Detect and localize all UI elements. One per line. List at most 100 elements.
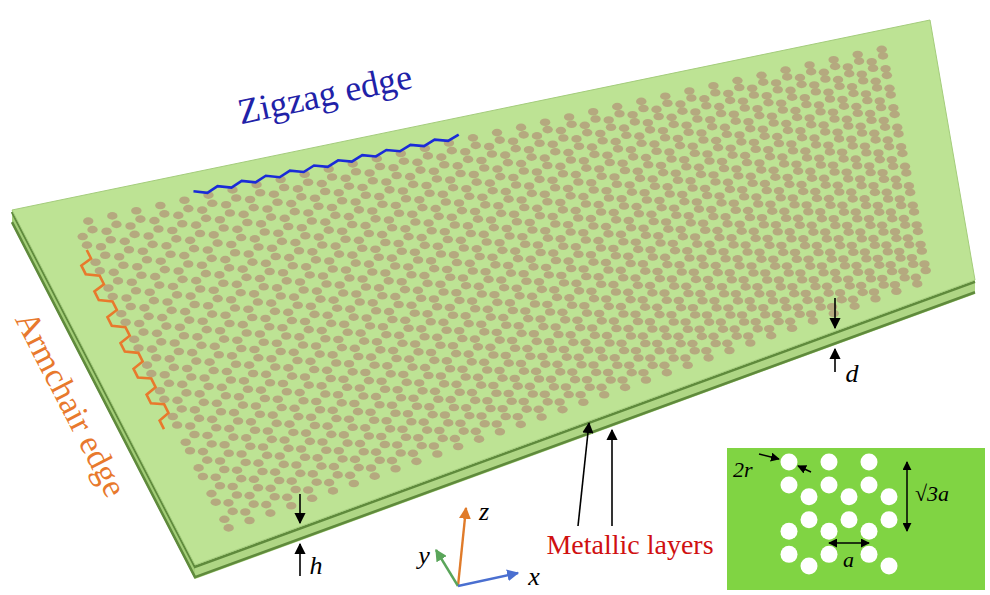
air-hole	[777, 153, 787, 161]
air-hole	[403, 263, 413, 271]
air-hole	[353, 353, 363, 361]
air-hole	[837, 96, 847, 104]
air-hole	[508, 174, 518, 182]
air-hole	[886, 208, 896, 216]
air-hole	[803, 255, 813, 263]
air-hole	[249, 346, 259, 354]
air-hole	[244, 492, 254, 500]
air-hole	[177, 276, 187, 284]
air-hole	[874, 261, 884, 269]
air-hole	[550, 184, 560, 192]
air-hole	[634, 210, 644, 218]
air-hole	[445, 273, 455, 281]
air-hole	[422, 426, 432, 434]
air-hole	[320, 335, 330, 343]
air-hole	[420, 242, 430, 250]
air-hole	[510, 344, 520, 352]
air-hole	[449, 251, 459, 259]
air-hole	[514, 292, 524, 300]
air-hole	[499, 284, 509, 292]
air-hole	[512, 218, 522, 226]
air-hole	[516, 421, 526, 429]
air-hole	[246, 418, 256, 426]
air-hole	[752, 105, 762, 113]
air-hole	[242, 219, 252, 227]
air-hole	[825, 249, 835, 257]
air-hole	[785, 318, 795, 326]
air-hole	[722, 340, 732, 348]
air-hole	[821, 454, 838, 471]
air-hole	[558, 170, 568, 178]
air-hole	[911, 221, 921, 229]
air-hole	[521, 278, 531, 286]
air-hole	[152, 330, 162, 338]
air-hole	[354, 464, 364, 472]
air-hole	[419, 418, 429, 426]
air-hole	[525, 219, 535, 227]
air-hole	[181, 438, 191, 446]
air-hole	[483, 276, 493, 284]
air-hole	[162, 298, 172, 306]
air-hole	[168, 283, 178, 291]
air-hole	[633, 167, 643, 175]
air-hole	[621, 132, 631, 140]
air-hole	[334, 189, 344, 197]
air-hole	[770, 173, 780, 181]
air-hole	[121, 294, 131, 302]
air-hole	[533, 406, 543, 414]
air-hole	[443, 419, 453, 427]
air-hole	[455, 388, 465, 396]
air-hole	[221, 201, 231, 209]
air-hole	[829, 168, 839, 176]
air-hole	[385, 425, 395, 433]
air-hole	[702, 311, 712, 319]
air-hole	[687, 184, 697, 192]
air-hole	[422, 310, 432, 318]
air-hole	[203, 246, 213, 254]
air-hole	[641, 154, 651, 162]
air-hole	[328, 296, 338, 304]
air-hole	[909, 208, 919, 216]
air-hole	[835, 289, 845, 297]
air-hole	[497, 405, 507, 413]
air-hole	[501, 413, 511, 421]
air-hole	[874, 208, 884, 216]
air-hole	[900, 163, 910, 171]
air-hole	[376, 377, 386, 385]
air-hole	[351, 290, 361, 298]
air-hole	[426, 257, 436, 265]
air-hole	[758, 304, 768, 312]
air-hole	[891, 288, 901, 296]
air-hole	[810, 283, 820, 291]
air-hole	[333, 471, 343, 479]
air-hole	[535, 315, 545, 323]
air-hole	[864, 268, 874, 276]
air-hole	[789, 290, 799, 298]
air-hole	[915, 241, 925, 249]
air-hole	[540, 227, 550, 235]
air-hole	[704, 241, 714, 249]
air-hole	[623, 289, 633, 297]
air-hole	[687, 340, 697, 348]
air-hole	[455, 419, 465, 427]
air-hole	[175, 324, 185, 332]
air-hole	[841, 168, 851, 176]
air-hole	[232, 466, 242, 474]
air-hole	[403, 233, 413, 241]
air-hole	[214, 271, 224, 279]
air-hole	[811, 141, 821, 149]
air-hole	[241, 434, 251, 442]
air-hole	[917, 247, 927, 255]
air-hole	[793, 167, 803, 175]
air-hole	[303, 486, 313, 494]
air-hole	[309, 311, 319, 319]
air-hole	[504, 232, 514, 240]
air-hole	[496, 276, 506, 284]
air-hole	[855, 123, 865, 131]
air-hole	[763, 146, 773, 154]
air-hole	[781, 546, 798, 563]
air-hole	[380, 239, 390, 247]
air-hole	[575, 391, 585, 399]
air-hole	[792, 114, 802, 122]
air-hole	[566, 121, 576, 129]
